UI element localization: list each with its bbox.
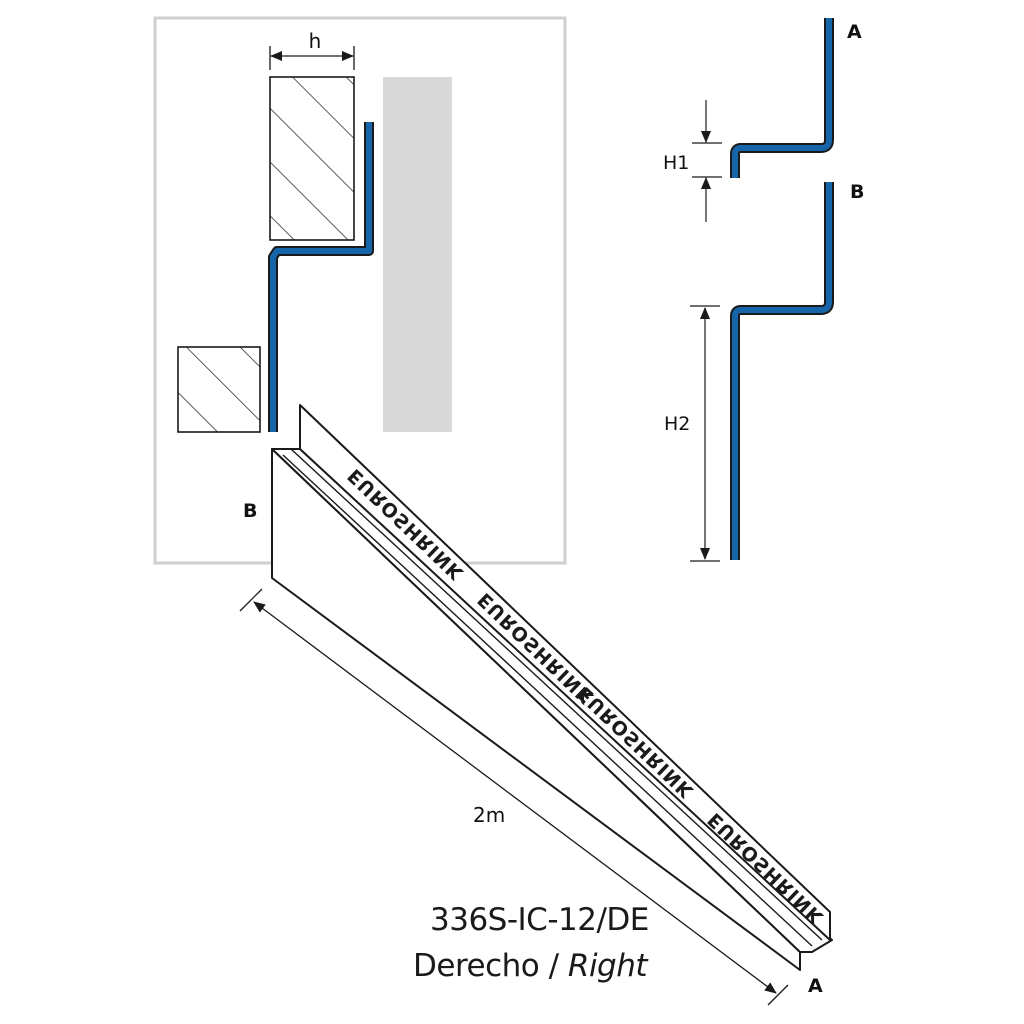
panel-label-b: B (243, 500, 257, 522)
profile-end-label-a: A (808, 975, 823, 997)
product-variant: Derecho / Right (413, 948, 648, 984)
upper-hatched-block (269, 76, 355, 241)
wall-grey-block (383, 77, 452, 432)
variant-spanish: Derecho (413, 948, 540, 984)
h2-label: H2 (664, 413, 690, 435)
profile-a-label: A (847, 21, 862, 43)
h1-label: H1 (663, 152, 689, 174)
profile-a (730, 18, 834, 178)
lower-hatched-block (177, 346, 261, 433)
variant-english: Right (567, 948, 648, 984)
length-label: 2m (473, 803, 505, 827)
brand-markings: EUROSHRINK EUROSHRINK EUROSHRINK EUROSHR… (344, 464, 829, 928)
variant-separator: / (539, 948, 568, 984)
h-label: h (309, 29, 322, 53)
profile-ledge (271, 448, 833, 953)
profile-b-label: B (850, 181, 864, 203)
profile-sections: A H1 B H2 (663, 18, 864, 562)
length-arrow (253, 601, 777, 994)
installation-panel: h B (153, 16, 567, 565)
product-code: 336S-IC-12/DE (430, 902, 649, 938)
profile-b (730, 182, 834, 560)
length-dimension: 2m (239, 588, 789, 1006)
profile-front-face (271, 448, 801, 971)
